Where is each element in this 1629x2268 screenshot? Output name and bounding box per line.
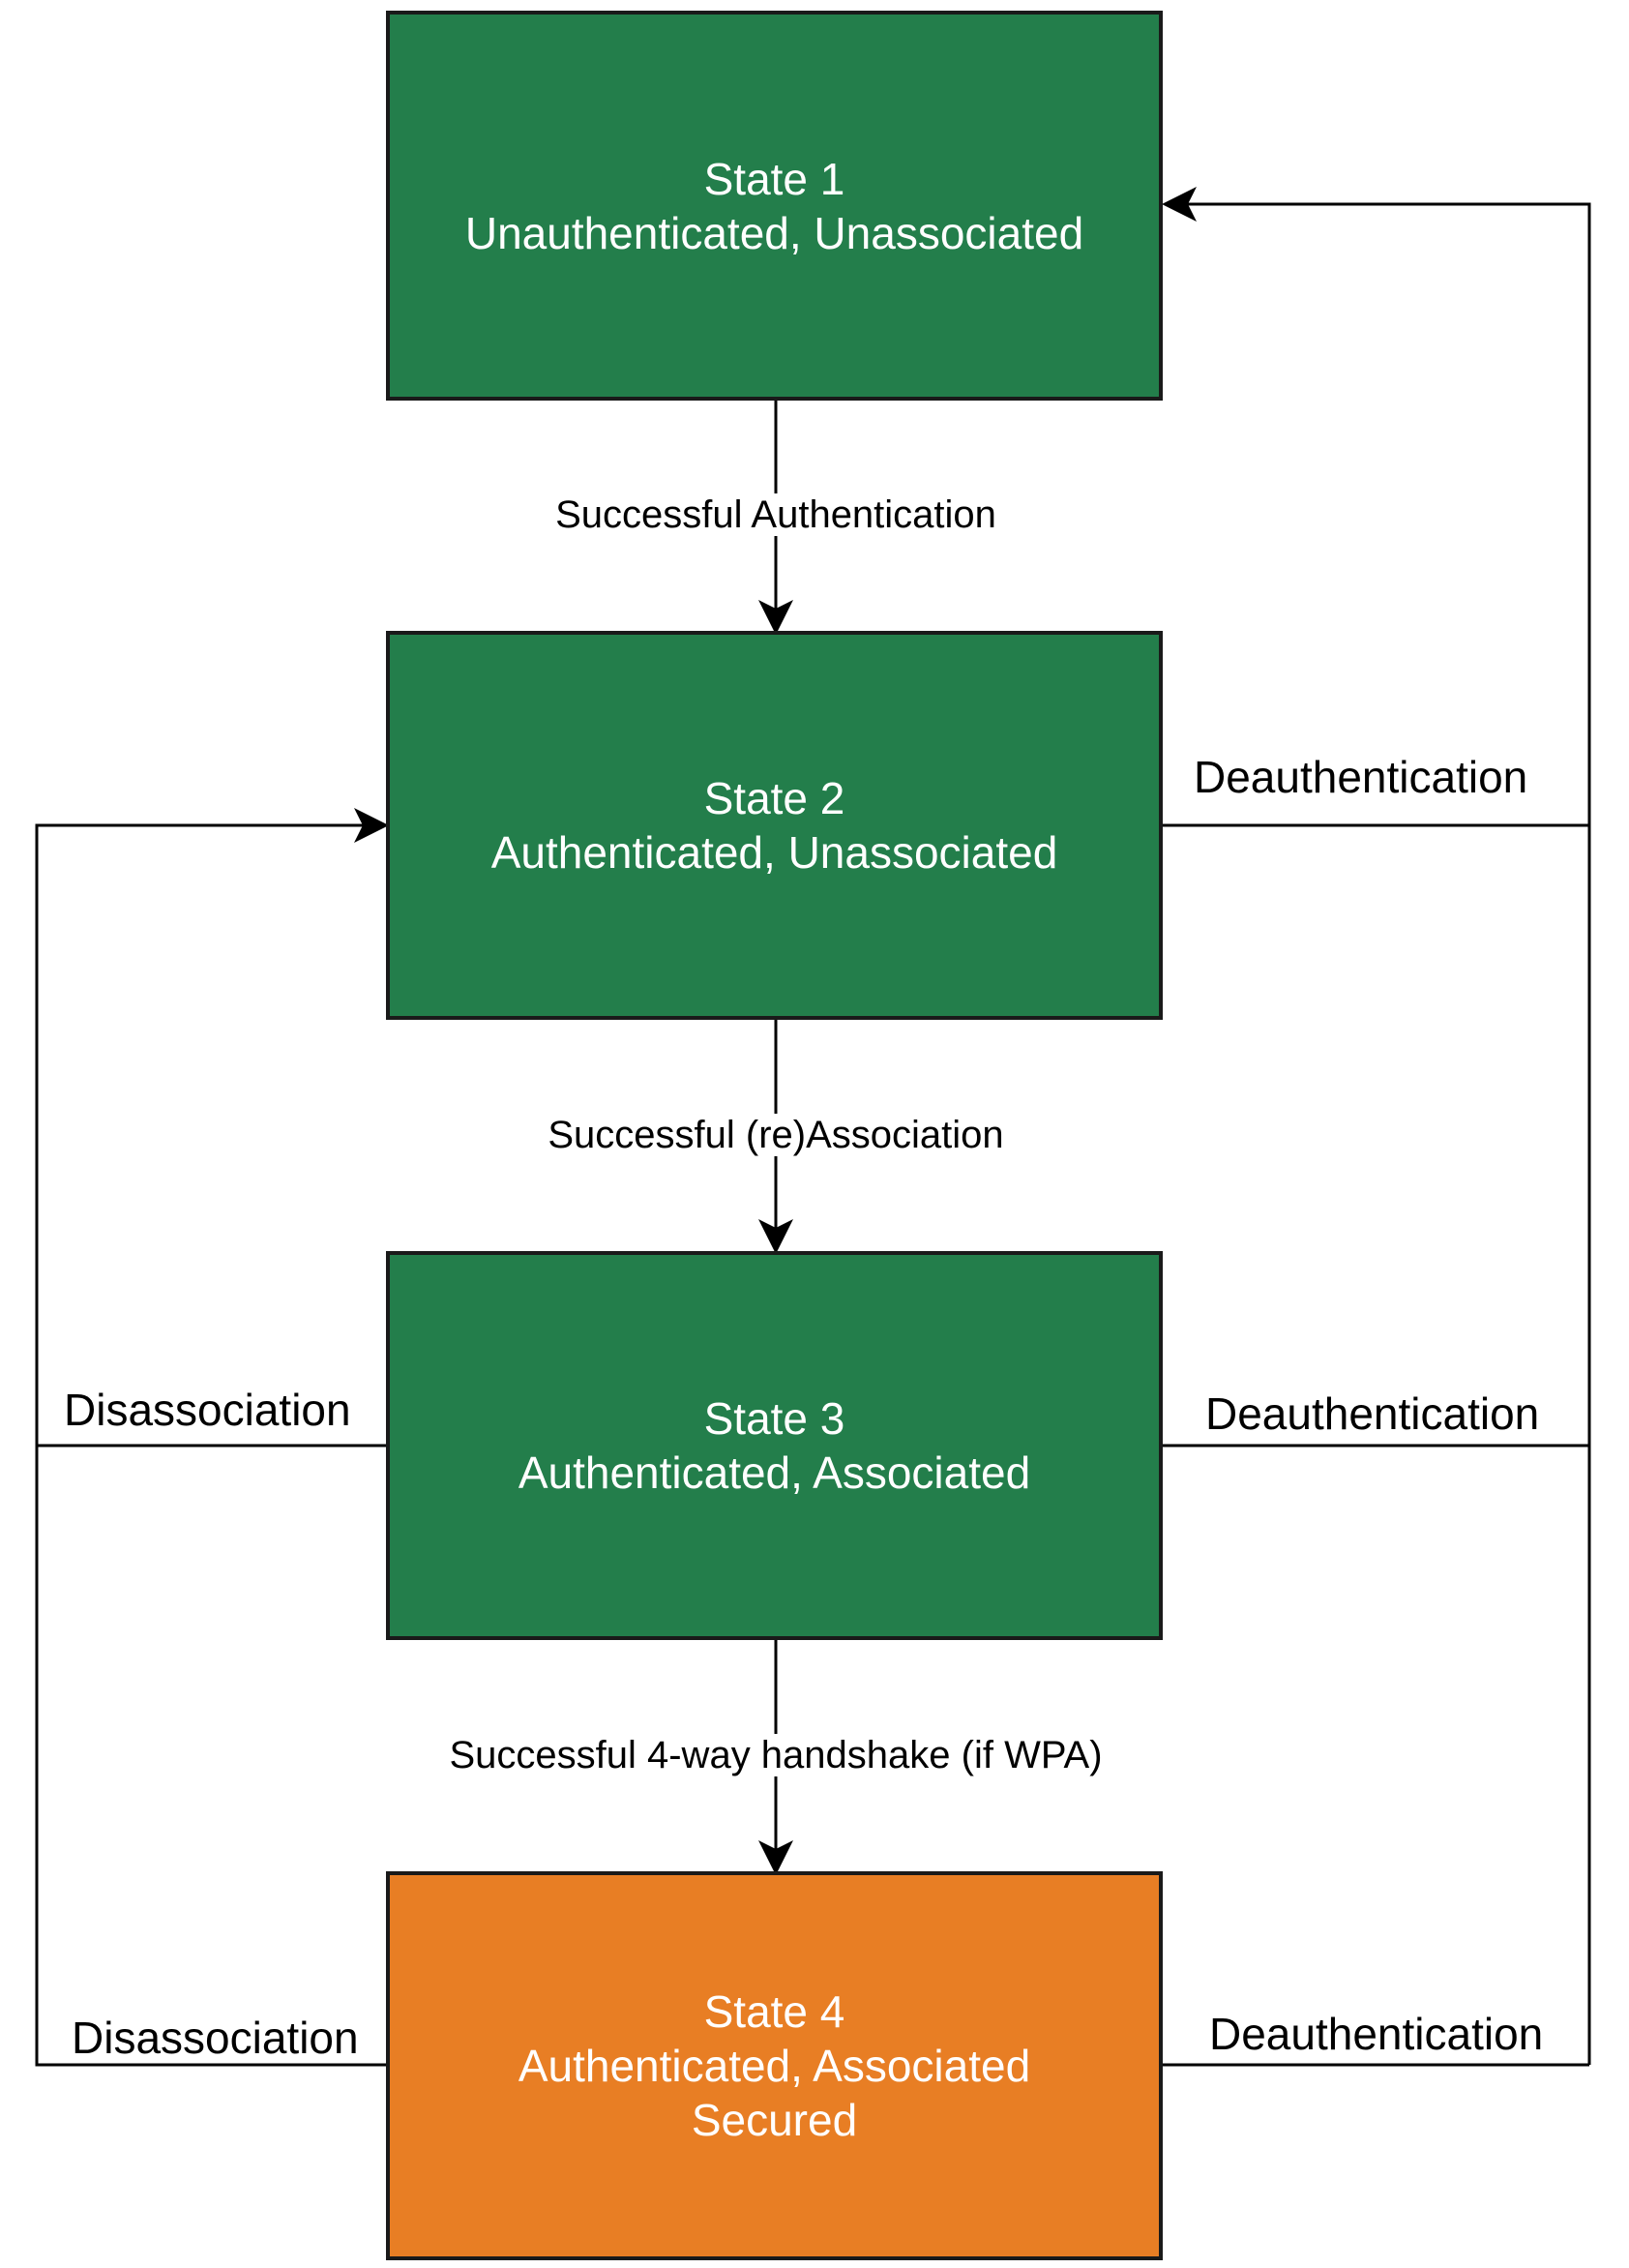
state-1-title: State 1 — [703, 153, 845, 204]
state-3-description: Authenticated, Associated — [518, 1447, 1031, 1498]
state-4-title: State 4 — [703, 1986, 845, 2037]
deauth-bus-line — [1162, 187, 1591, 2065]
label-successful-reassociation: Successful (re)Association — [544, 1114, 1008, 1156]
state-4-box: State 4 Authenticated, Associated Secure… — [386, 1871, 1163, 2260]
label-successful-authentication: Successful Authentication — [551, 493, 1000, 536]
state-2-box: State 2 Authenticated, Unassociated — [386, 631, 1163, 1020]
state-2-description: Authenticated, Unassociated — [490, 827, 1058, 878]
label-successful-4way-handshake: Successful 4-way handshake (if WPA) — [445, 1734, 1107, 1776]
state-4-description: Authenticated, Associated — [518, 2041, 1031, 2091]
state-1-description: Unauthenticated, Unassociated — [464, 207, 1084, 258]
label-deauthentication-s3: Deauthentication — [1205, 1388, 1540, 1439]
state-1-box: State 1 Unauthenticated, Unassociated — [386, 11, 1163, 401]
state-2-title: State 2 — [703, 773, 845, 823]
label-disassociation-s3: Disassociation — [64, 1385, 351, 1435]
state-3-title: State 3 — [703, 1393, 845, 1444]
label-disassociation-s4: Disassociation — [72, 2013, 359, 2063]
label-deauthentication-s2: Deauthentication — [1194, 752, 1528, 802]
state-4-security: Secured — [691, 2095, 858, 2145]
state-3-box: State 3 Authenticated, Associated — [386, 1251, 1163, 1640]
label-deauthentication-s4: Deauthentication — [1209, 2009, 1544, 2059]
